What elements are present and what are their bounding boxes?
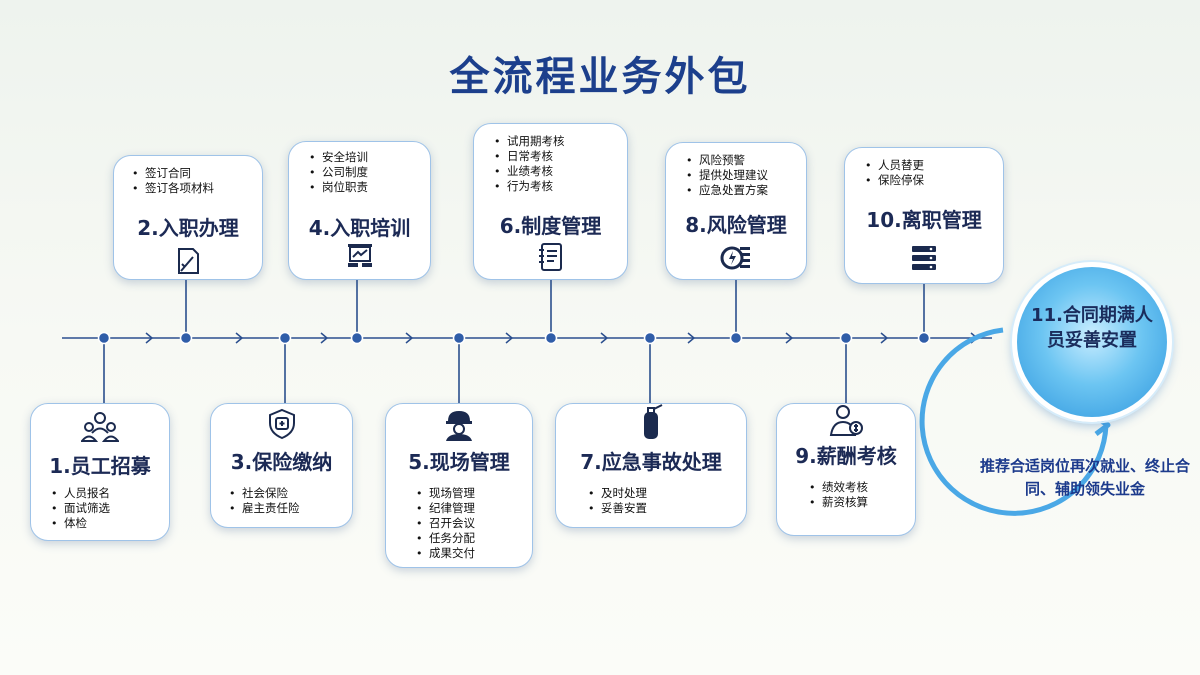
list-item: 提供处理建议: [686, 168, 768, 183]
timeline-node-2: [179, 331, 193, 345]
step-items-9: 绩效考核 薪资核算: [809, 480, 868, 510]
step-items-5: 现场管理 纪律管理 召开会议 任务分配 成果交付: [416, 486, 475, 561]
list-item: 公司制度: [309, 165, 368, 180]
list-item: 保险停保: [865, 173, 924, 188]
step-label-2: 2.入职办理: [137, 216, 239, 240]
final-note: 推荐合适岗位再次就业、终止合同、辅助领失业金: [980, 457, 1191, 498]
step-card-3: 3.保险缴纳 社会保险 雇主责任险: [210, 403, 353, 528]
step-card-2: 签订合同 签订各项材料 2.入职办理: [113, 155, 263, 280]
timeline-arrow-1: [145, 332, 154, 344]
step-label-9: 9.薪酬考核: [795, 444, 897, 468]
timeline-node-3: [278, 331, 292, 345]
list-item: 试用期考核: [494, 134, 565, 149]
list-item: 行为考核: [494, 179, 565, 194]
salary-manager-icon: [829, 405, 863, 436]
list-item: 雇主责任险: [229, 501, 300, 516]
server-stack-icon: [912, 246, 936, 270]
list-item: 面试筛选: [51, 501, 110, 516]
step-card-4: 安全培训 公司制度 岗位职责 4.入职培训: [288, 141, 431, 280]
step-items-10: 人员替更 保险停保: [865, 158, 924, 188]
final-step-label: 11.合同期满人员妥善安置: [1031, 305, 1153, 351]
step-items-8: 风险预警 提供处理建议 应急处置方案: [686, 153, 768, 198]
list-item: 任务分配: [416, 531, 475, 546]
timeline-arrow-7: [687, 332, 696, 344]
timeline-arrow-5: [505, 332, 514, 344]
training-board-icon: [347, 244, 372, 267]
fire-extinguisher-icon: [644, 404, 663, 439]
list-item: 妥善安置: [588, 501, 647, 516]
step-label-8: 8.风险管理: [685, 213, 787, 237]
page-title: 全流程业务外包: [449, 54, 751, 100]
step-label-3: 3.保险缴纳: [230, 450, 333, 474]
timeline-connectors: [103, 280, 925, 403]
step-card-9: 9.薪酬考核 绩效考核 薪资核算: [776, 403, 916, 536]
timeline-arrow-6: [600, 332, 609, 344]
list-item: 及时处理: [588, 486, 647, 501]
shield-medical-icon: [268, 408, 295, 440]
step-items-2: 签订合同 签订各项材料: [132, 166, 214, 196]
timeline-arrow-9: [880, 332, 889, 344]
list-item: 应急处置方案: [686, 183, 768, 198]
risk-coin-icon: [720, 246, 750, 270]
timeline-node-1: [97, 331, 111, 345]
list-item: 日常考核: [494, 149, 565, 164]
worker-helmet-icon: [446, 411, 472, 441]
list-item: 薪资核算: [809, 495, 868, 510]
list-item: 纪律管理: [416, 501, 475, 516]
list-item: 召开会议: [416, 516, 475, 531]
step-label-5: 5.现场管理: [408, 450, 510, 474]
timeline-node-10: [917, 331, 931, 345]
step-label-1: 1.员工招募: [49, 454, 151, 478]
list-item: 风险预警: [686, 153, 768, 168]
step-items-6: 试用期考核 日常考核 业绩考核 行为考核: [494, 134, 565, 194]
timeline-arrow-4: [405, 332, 414, 344]
list-item: 签订各项材料: [132, 181, 214, 196]
step-card-10: 人员替更 保险停保 10.离职管理: [844, 147, 1004, 284]
list-item: 岗位职责: [309, 180, 368, 195]
step-card-5: 5.现场管理 现场管理 纪律管理 召开会议 任务分配 成果交付: [385, 403, 533, 568]
timeline-node-8: [729, 331, 743, 345]
timeline-arrow-3: [320, 332, 329, 344]
timeline-node-9: [839, 331, 853, 345]
step-card-1: 1.员工招募 人员报名 面试筛选 体检: [30, 403, 170, 541]
step-items-4: 安全培训 公司制度 岗位职责: [309, 150, 368, 195]
list-item: 人员替更: [865, 158, 924, 173]
list-item: 现场管理: [416, 486, 475, 501]
step-card-8: 风险预警 提供处理建议 应急处置方案 8.风险管理: [665, 142, 807, 280]
final-step-circle: 11.合同期满人员妥善安置: [1012, 262, 1172, 422]
step-items-1: 人员报名 面试筛选 体检: [51, 486, 110, 531]
step-items-3: 社会保险 雇主责任险: [229, 486, 300, 516]
list-item: 社会保险: [229, 486, 300, 501]
timeline-node-5: [452, 331, 466, 345]
list-item: 安全培训: [309, 150, 368, 165]
list-item: 绩效考核: [809, 480, 868, 495]
people-icon: [81, 412, 119, 442]
timeline-arrow-8: [785, 332, 794, 344]
step-label-4: 4.入职培训: [308, 216, 411, 240]
timeline-node-6: [544, 331, 558, 345]
step-label-10: 10.离职管理: [866, 208, 982, 232]
timeline-nodes: [97, 331, 931, 345]
cycle-arc: [919, 327, 1109, 516]
list-item: 签订合同: [132, 166, 214, 181]
step-items-7: 及时处理 妥善安置: [588, 486, 647, 516]
timeline-arrow-2: [235, 332, 244, 344]
timeline-node-7: [643, 331, 657, 345]
list-item: 业绩考核: [494, 164, 565, 179]
list-item: 体检: [51, 516, 110, 531]
sign-document-icon: [178, 248, 199, 274]
step-card-6: 试用期考核 日常考核 业绩考核 行为考核 6.制度管理: [473, 123, 628, 280]
notebook-icon: [538, 243, 562, 271]
timeline-node-4: [350, 331, 364, 345]
step-label-7: 7.应急事故处理: [580, 450, 722, 474]
list-item: 人员报名: [51, 486, 110, 501]
list-item: 成果交付: [416, 546, 475, 561]
step-label-6: 6.制度管理: [499, 214, 602, 238]
